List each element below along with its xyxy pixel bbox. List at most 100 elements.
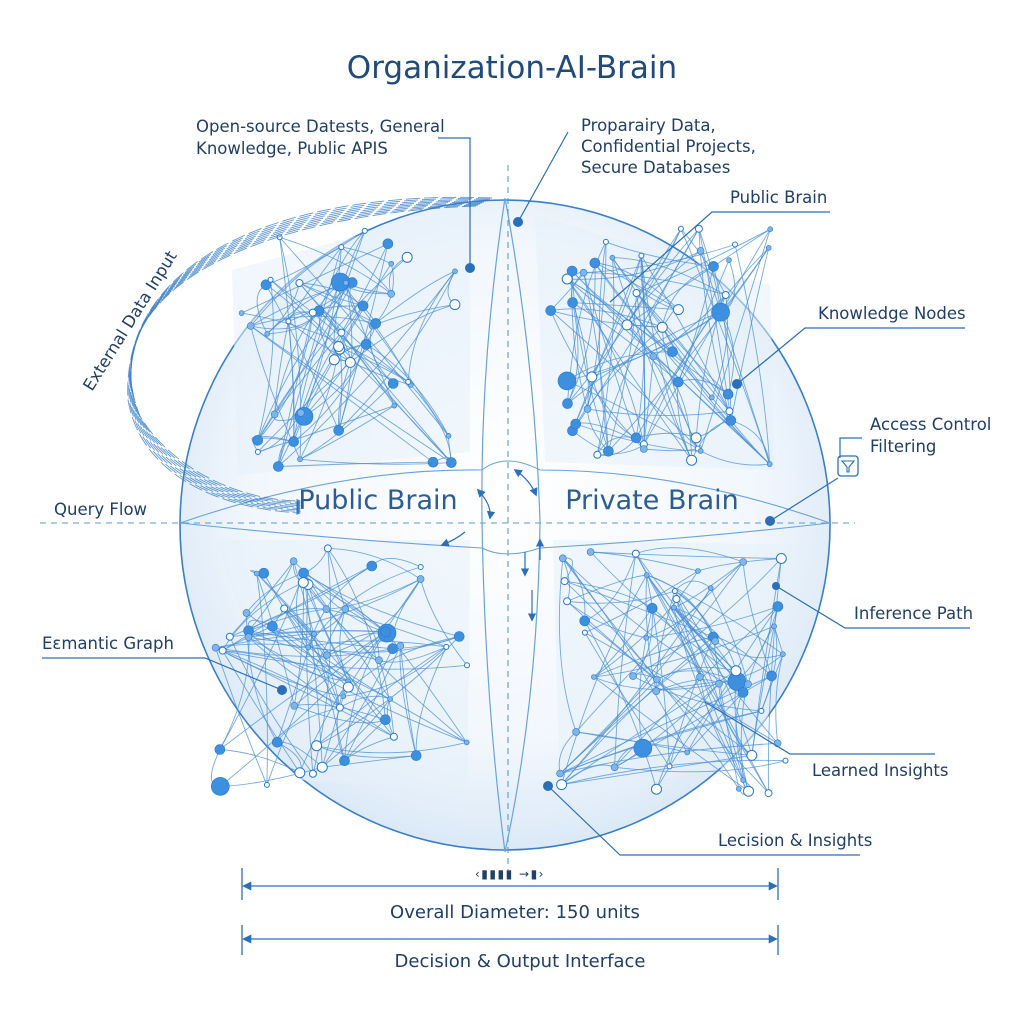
graph-edge	[350, 304, 456, 363]
knowledge-node	[610, 763, 619, 772]
graph-edge	[278, 461, 434, 467]
knowledge-node	[308, 769, 317, 778]
graph-edge	[321, 648, 394, 768]
knowledge-node	[464, 662, 470, 669]
graph-edge	[293, 561, 345, 761]
knowledge-node	[263, 781, 270, 788]
knowledge-node	[649, 352, 658, 361]
graph-edge	[638, 608, 653, 749]
knowledge-node	[254, 448, 261, 455]
knowledge-node	[316, 761, 328, 773]
knowledge-node	[567, 297, 578, 308]
knowledge-node	[288, 436, 300, 447]
knowledge-node	[322, 651, 331, 659]
hemisphere-label-private: Private Brain	[565, 485, 739, 516]
knowledge-node	[696, 247, 705, 255]
knowledge-node	[638, 252, 645, 259]
graph-edge	[564, 580, 714, 638]
knowledge-node	[667, 346, 678, 358]
graph-edge	[215, 643, 380, 661]
knowledge-node	[603, 445, 614, 457]
graph-edge	[220, 631, 387, 787]
knowledge-node	[708, 394, 715, 401]
knowledge-nodes-label: Knowledge Nodes	[818, 304, 966, 323]
graph-edge	[559, 710, 762, 774]
knowledge-node	[672, 595, 681, 603]
graph-edge	[321, 681, 349, 768]
knowledge-node	[653, 675, 661, 684]
graph-edge	[566, 574, 647, 602]
graph-edge	[584, 553, 637, 622]
graph-edge	[742, 561, 773, 677]
knowledge-node	[630, 432, 642, 444]
graph-edge	[399, 645, 417, 756]
knowledge-node	[427, 456, 439, 468]
knowledge-node	[646, 602, 658, 614]
graph-edge	[594, 262, 729, 395]
graph-edge	[730, 247, 770, 421]
graph-edge	[250, 316, 376, 327]
graph-edge	[614, 553, 637, 768]
dimension-diameter: Overall Diameter: 150 units	[241, 868, 779, 923]
graph-edge	[559, 742, 778, 774]
knowledge-node	[666, 763, 673, 770]
knowledge-node	[643, 572, 650, 578]
graph-edge	[241, 312, 409, 383]
knowledge-node	[725, 415, 737, 426]
graph-edge	[257, 405, 395, 453]
graph-edge	[365, 344, 449, 437]
knowledge-network-private-upper	[545, 224, 774, 467]
knowledge-node	[289, 557, 298, 566]
graph-edge	[338, 349, 343, 431]
graph-edge	[372, 270, 456, 327]
graph-edge	[576, 731, 752, 756]
graph-edge	[270, 279, 452, 463]
graph-edge	[222, 650, 468, 670]
graph-edge	[229, 560, 294, 638]
graph-edge	[567, 262, 596, 404]
knowledge-node	[305, 644, 312, 651]
graph-edge	[318, 230, 366, 311]
knowledge-node	[694, 224, 703, 233]
graph-edge	[607, 292, 637, 452]
knowledge-node	[593, 450, 602, 459]
graph-edge	[562, 558, 688, 753]
knowledge-node	[380, 626, 392, 638]
knowledge-node	[672, 376, 684, 388]
graph-edge	[288, 246, 342, 322]
graph-edge	[299, 405, 395, 460]
knowledge-node	[322, 605, 331, 614]
knowledge-node	[711, 637, 720, 646]
graph-edge	[561, 587, 712, 785]
callout-private-sources: Proparairy Data, Confidential Projects, …	[513, 116, 756, 227]
knowledge-node	[707, 585, 714, 591]
graph-edge	[567, 250, 701, 280]
knowledge-node	[639, 445, 648, 453]
knowledge-node	[656, 321, 668, 333]
graph-edge	[747, 626, 775, 685]
graph-edge	[287, 321, 295, 442]
access-control-line-2: Filtering	[870, 437, 936, 456]
knowledge-node	[389, 732, 398, 741]
knowledge-node	[696, 673, 704, 681]
graph-edge	[566, 278, 645, 445]
graph-edge	[303, 323, 377, 417]
knowledge-node	[290, 701, 299, 710]
filter-icon	[837, 455, 859, 477]
knowledge-node	[387, 289, 396, 298]
knowledge-node	[333, 425, 345, 436]
graph-edge	[566, 351, 673, 382]
graph-edge	[420, 578, 468, 666]
knowledge-node	[579, 615, 591, 627]
graph-edge	[248, 636, 467, 743]
graph-edge	[730, 420, 771, 465]
graph-edge	[248, 630, 349, 682]
knowledge-node	[380, 714, 391, 726]
graph-edge	[399, 645, 417, 756]
graph-edge	[700, 450, 770, 466]
graph-edge	[571, 270, 771, 465]
graph-edge	[294, 631, 386, 707]
graph-edge	[316, 646, 447, 747]
graph-edge	[303, 572, 460, 637]
